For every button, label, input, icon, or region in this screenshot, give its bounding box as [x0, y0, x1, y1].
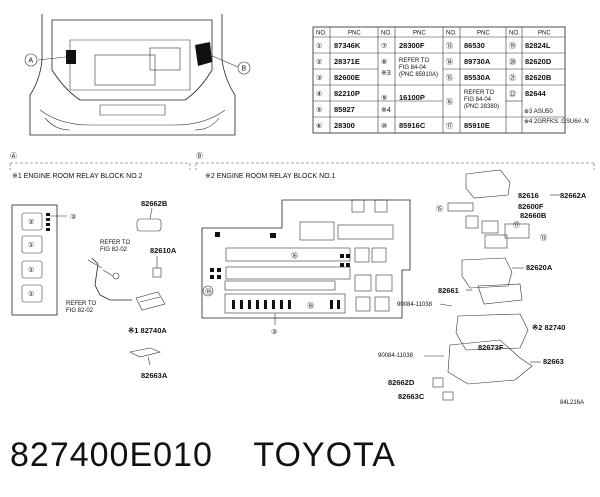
section-headers: Ⓐ ※1 ENGINE ROOM RELAY BLOCK NO.2 Ⓑ ※2 E…: [9, 152, 595, 180]
refer-label-2b: FIG 82-02: [66, 308, 94, 314]
footer: 827400E010 TOYOTA: [10, 436, 396, 475]
callout-1: ①: [28, 290, 34, 298]
table-no: ④: [316, 90, 322, 98]
table-no: ㉒: [509, 90, 516, 98]
callout-13: ⑬: [540, 234, 547, 242]
callout-3: ③: [271, 328, 277, 336]
callout-18: ⑱: [307, 302, 314, 310]
table-no: ⑰: [446, 122, 453, 130]
table-pnc: 28371E: [334, 57, 360, 66]
table-no: ①: [316, 42, 322, 50]
part-82662B-label: 82662B: [141, 199, 168, 208]
header-pnc-3: PNC: [477, 31, 490, 37]
header-pnc-2: PNC: [413, 31, 426, 37]
car-engine-bay-illustration: A B: [24, 14, 251, 136]
table-no: ⑲: [509, 42, 516, 50]
table-no: ⑤: [316, 106, 322, 114]
table-no: ⑯: [446, 98, 453, 106]
header-no-2: NO.: [381, 31, 392, 37]
table-pnc: 85530A: [464, 73, 491, 82]
table-pnc: 82644: [525, 89, 547, 98]
part-82600F-label: 82600F: [518, 202, 544, 211]
refer-label-1a: REFER TO: [100, 240, 130, 246]
header-pnc-4: PNC: [538, 31, 551, 37]
table-pnc: 85910E: [464, 121, 490, 130]
part-number: 827400E010: [10, 436, 213, 474]
pnc-table: NO. PNC NO. PNC NO. PNC NO. PNC ① 87346K…: [312, 26, 589, 134]
table-pnc: 86530: [464, 41, 485, 50]
callout-1: ①: [28, 266, 34, 274]
callout-16: ⑯: [291, 252, 298, 260]
table-pnc: 82620B: [525, 73, 552, 82]
callout-a-label: A: [29, 58, 34, 65]
table-no: ⑳: [509, 58, 516, 66]
relay-block-no1: ⑯ ⑱ ⑲ ③: [201, 169, 587, 406]
table-no: ⑭: [446, 58, 453, 66]
table-note: ※4: [381, 107, 391, 114]
brand-name: TOYOTA: [253, 436, 396, 474]
header-no-4: NO.: [509, 31, 520, 37]
callout-15: ⑮: [436, 205, 443, 213]
header-no-3: NO.: [446, 31, 457, 37]
table-no: ③: [316, 74, 322, 82]
section-a-letter: Ⓐ: [10, 152, 17, 160]
part-82663-label: 82663: [543, 357, 564, 366]
header-no-1: NO.: [316, 31, 327, 37]
table-no: ⑥: [316, 122, 322, 130]
table-pnc: 28300F: [399, 41, 425, 50]
table-pnc: 82620D: [525, 57, 552, 66]
table-pnc: 28300: [334, 121, 355, 130]
part-82661-label: 82661: [438, 286, 459, 295]
table-note-4: ※4 2GRFKS..GSU6#..N: [524, 118, 589, 125]
callout-19: ⑲: [205, 288, 212, 296]
callout-3: ③: [70, 213, 76, 221]
part-82740-label: ※2 82740: [532, 323, 565, 332]
part-82662D-label: 82662D: [388, 378, 415, 387]
table-pnc: 82210P: [334, 89, 360, 98]
section-b-title: ※2 ENGINE ROOM RELAY BLOCK NO.1: [205, 173, 336, 180]
table-pnc: 16100P: [399, 93, 425, 102]
bolt-90084-label-1: 90084-11038: [397, 302, 433, 308]
table-no: ②: [316, 58, 322, 66]
table-note: ※3: [381, 70, 391, 77]
header-pnc-1: PNC: [348, 31, 361, 37]
callout-b-label: B: [242, 66, 247, 73]
table-no: ⑬: [446, 42, 453, 50]
part-82660B-label: 82660B: [520, 211, 547, 220]
table-note-3: ※3 ASU50: [524, 108, 553, 115]
part-82662A-label: 82662A: [560, 191, 587, 200]
part-82620A-label: 82620A: [526, 263, 553, 272]
part-82740A-label: ※1 82740A: [128, 326, 167, 335]
table-no: ⑮: [446, 74, 453, 82]
bolt-90084-label-2: 90084-11038: [378, 353, 414, 359]
callout-2: ②: [28, 218, 34, 226]
part-82616-label: 82616: [518, 191, 539, 200]
table-pnc: 85916C: [399, 121, 426, 130]
table-no: ⑨: [381, 94, 387, 102]
table-no: ⑦: [381, 42, 387, 50]
refer-label-1b: FIG 82-02: [100, 247, 128, 253]
diagram-code: 84L216A: [560, 400, 584, 406]
table-pnc: 85927: [334, 105, 355, 114]
part-82673F-label: 82673F: [478, 343, 504, 352]
table-pnc: 87346K: [334, 41, 361, 50]
section-b-letter: Ⓑ: [196, 152, 203, 160]
part-82663C-label: 82663C: [398, 392, 425, 401]
table-pnc: 82824L: [525, 41, 551, 50]
part-82610A-label: 82610A: [150, 246, 177, 255]
table-no: ㉑: [509, 74, 516, 82]
table-no: ⑩: [381, 122, 387, 130]
callout-1: ①: [28, 241, 34, 249]
part-82663A-label: 82663A: [141, 371, 168, 380]
refer-label-2a: REFER TO: [66, 301, 96, 307]
relay-block-no2: ② ① ① ① ③ 82662B REFER TO FIG 82-02 8261…: [11, 199, 177, 380]
table-pnc: 82600E: [334, 73, 360, 82]
section-a-title: ※1 ENGINE ROOM RELAY BLOCK NO.2: [12, 173, 143, 180]
table-pnc: 89730A: [464, 57, 491, 66]
table-no: ⑧: [381, 58, 387, 66]
callout-17: ⑰: [513, 221, 520, 229]
